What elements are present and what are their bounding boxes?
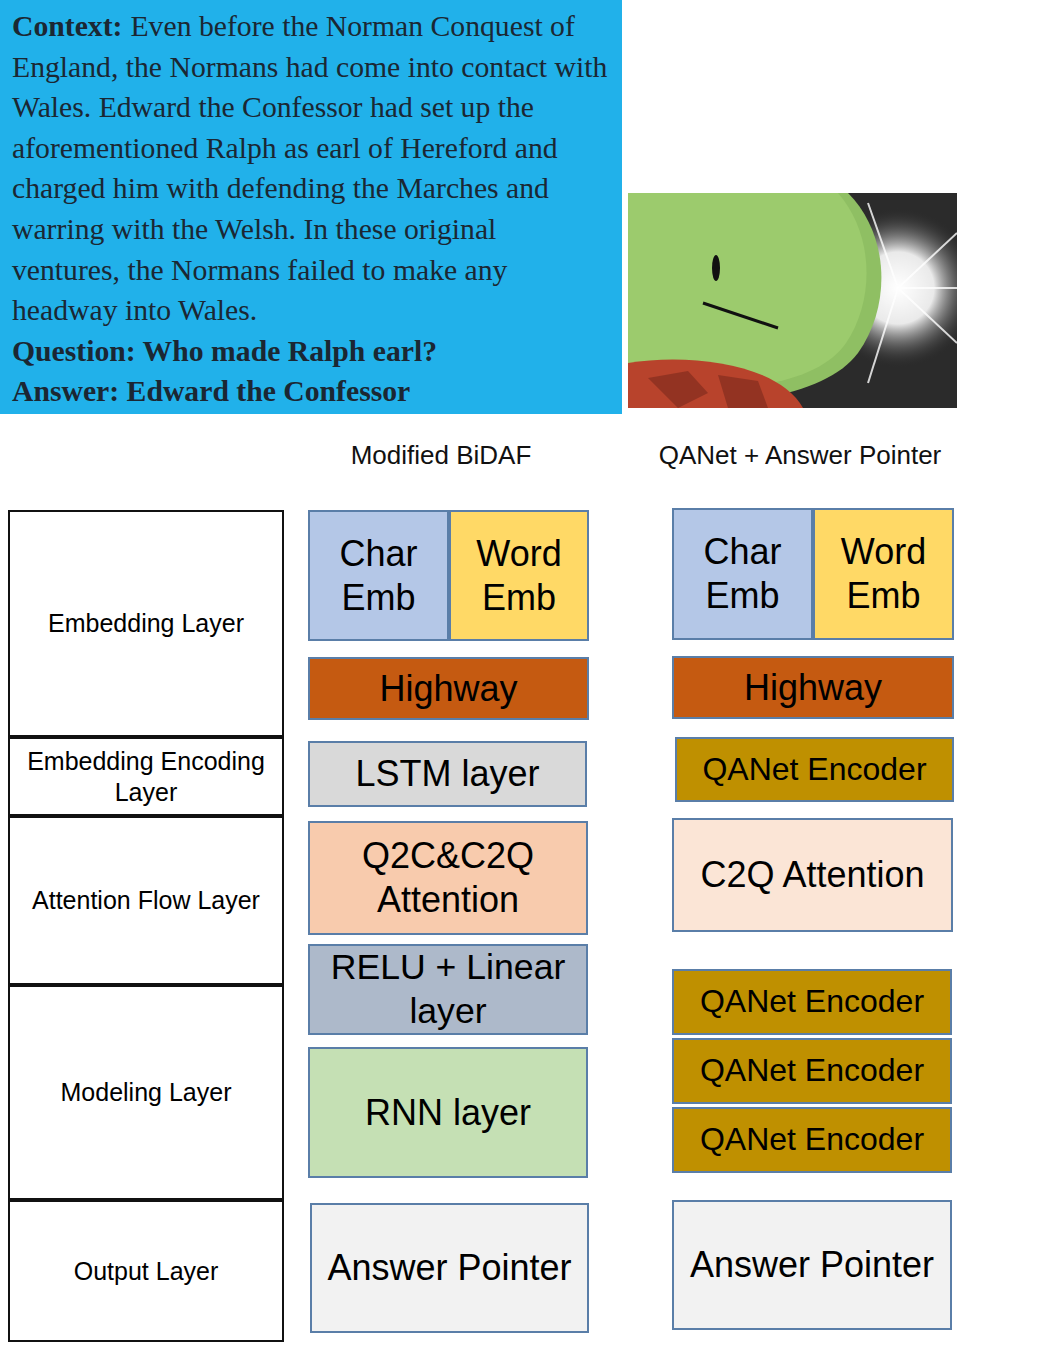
block-label: QANet Encoder	[702, 750, 926, 789]
block-label: Highway	[744, 666, 882, 710]
block-label: Answer Pointer	[690, 1243, 934, 1287]
block-label: RNN layer	[365, 1091, 531, 1135]
block-label: Q2C&C2Q Attention	[318, 834, 578, 922]
model-block: C2Q Attention	[672, 818, 953, 932]
qa-line: Answer: Edward the Confessor	[12, 371, 610, 412]
block-label: Char Emb	[318, 532, 439, 620]
model-block: Char Emb	[308, 510, 449, 641]
model-block: RNN layer	[308, 1047, 588, 1178]
block-label: Answer Pointer	[327, 1246, 571, 1290]
model-block: Char Emb	[672, 508, 813, 640]
block-label: Modeling Layer	[61, 1077, 232, 1108]
column-header: QANet + Answer Pointer	[659, 440, 942, 471]
block-label: Word Emb	[459, 532, 579, 620]
qa-line: Question: Who made Ralph earl?	[12, 331, 610, 372]
model-block: Word Emb	[813, 508, 954, 640]
model-block: LSTM layer	[308, 741, 587, 807]
model-block: RELU + Linear layer	[308, 944, 588, 1035]
model-block: Q2C&C2Q Attention	[308, 821, 588, 935]
model-block: QANet Encoder	[672, 969, 952, 1035]
block-label: QANet Encoder	[700, 1051, 924, 1090]
block-label: Highway	[379, 667, 517, 711]
model-block: Highway	[308, 657, 589, 720]
context-heading: Context:	[12, 10, 122, 42]
context-body: Even before the Norman Conquest of Engla…	[12, 10, 607, 326]
block-label: QANet Encoder	[700, 1120, 924, 1159]
model-block: QANet Encoder	[672, 1107, 952, 1173]
block-label: Embedding Layer	[48, 608, 244, 639]
layer-label-box: Embedding Layer	[8, 510, 284, 737]
block-label: Embedding Encoding Layer	[18, 746, 274, 807]
model-block: QANet Encoder	[675, 737, 954, 802]
column-header: Modified BiDAF	[351, 440, 532, 471]
model-block: Answer Pointer	[310, 1203, 589, 1333]
model-block: Answer Pointer	[672, 1200, 952, 1330]
model-block: Word Emb	[449, 510, 589, 641]
context-panel: Context:Even before the Norman Conquest …	[0, 0, 622, 414]
block-label: Output Layer	[74, 1256, 219, 1287]
model-block: QANet Encoder	[672, 1038, 952, 1104]
block-label: Word Emb	[823, 530, 944, 618]
layer-label-box: Embedding Encoding Layer	[8, 737, 284, 816]
model-block: Highway	[672, 656, 954, 719]
block-label: LSTM layer	[355, 752, 539, 796]
block-label: Attention Flow Layer	[32, 885, 260, 916]
block-label: Char Emb	[682, 530, 803, 618]
block-label: RELU + Linear layer	[318, 946, 578, 1033]
block-label: C2Q Attention	[700, 853, 924, 897]
block-label: QANet Encoder	[700, 982, 924, 1021]
turtle-illustration	[628, 193, 957, 408]
layer-label-box: Modeling Layer	[8, 985, 284, 1200]
layer-label-box: Output Layer	[8, 1200, 284, 1342]
layer-label-box: Attention Flow Layer	[8, 816, 284, 985]
